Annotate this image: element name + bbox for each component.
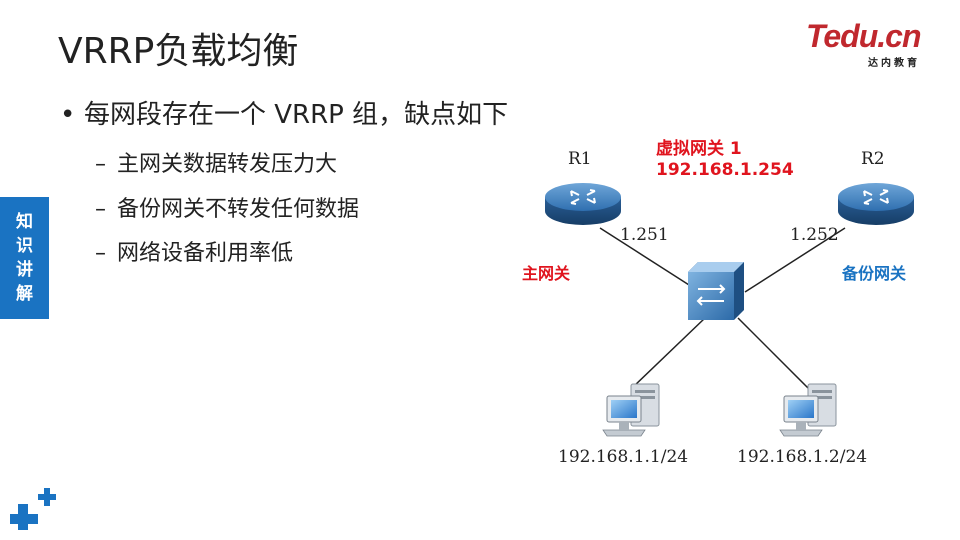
r2-label: R2 [861,149,885,169]
logo-subtext: 达内教育 [868,58,920,69]
link-switch-pc2 [737,317,809,389]
router-r2-icon [838,183,914,225]
r2-address: 1.252 [790,225,839,245]
pc1-icon [602,383,660,437]
side-tab-char: 解 [16,284,33,304]
bullet-dot: • [60,100,76,130]
link-switch-pc1 [631,317,706,389]
sub-dash: – [95,197,106,222]
sub-item-text: 备份网关不转发任何数据 [117,197,360,222]
page-title: VRRP负载均衡 [58,31,299,72]
r1-label: R1 [568,149,592,169]
pc2-address: 192.168.1.2/24 [737,447,868,467]
bullet-text: 每网段存在一个 VRRP 组，缺点如下 [84,100,509,130]
router-r1-icon [545,183,621,225]
virtual-gateway-label: 虚拟网关 1 [656,139,742,159]
knowledge-tab: 知 识 讲 解 [0,197,49,319]
logo-text: Tedu.cn [806,18,921,54]
sub-dash: – [95,241,106,266]
tedu-logo: Tedu.cn 达内教育 [806,18,936,69]
pc1-address: 192.168.1.1/24 [558,447,689,467]
sub-item: –备份网关不转发任何数据 [95,191,359,223]
sub-item-text: 网络设备利用率低 [117,241,294,266]
side-tab-char: 知 [16,212,33,232]
switch-icon [688,262,744,320]
pc2-icon [779,383,837,437]
main-bullet: • 每网段存在一个 VRRP 组，缺点如下 [60,94,508,131]
master-gateway-label: 主网关 [522,264,571,283]
link-r1-switch [599,227,701,293]
sub-item: –主网关数据转发压力大 [95,146,337,178]
side-tab-char: 讲 [16,260,33,280]
side-tab-char: 识 [16,236,33,256]
backup-gateway-label: 备份网关 [842,264,907,283]
sub-dash: – [95,152,106,177]
sub-item: –网络设备利用率低 [95,235,293,267]
virtual-gateway-ip: 192.168.1.254 [656,160,794,180]
plus-decoration-icon [10,488,56,530]
r1-address: 1.251 [620,225,669,245]
link-r2-switch [744,227,846,293]
sub-item-text: 主网关数据转发压力大 [117,152,338,177]
